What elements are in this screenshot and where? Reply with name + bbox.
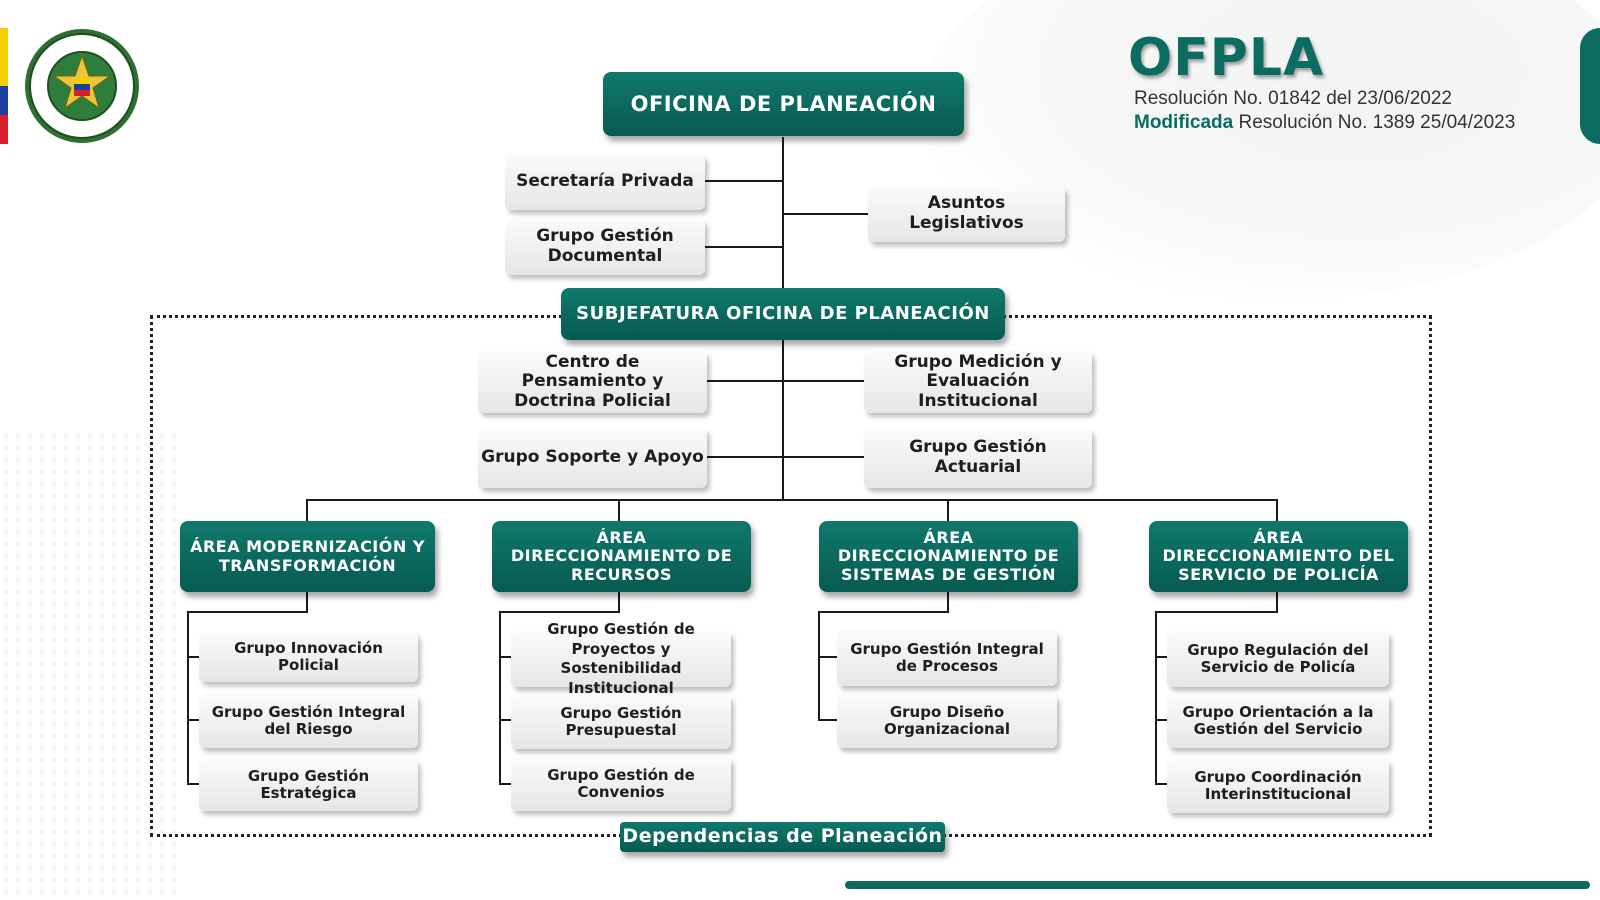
resolution-line-1: Resolución No. 01842 del 23/06/2022: [1134, 88, 1452, 109]
staff-node-left: Secretaría Privada: [505, 154, 705, 210]
connector-line: [306, 499, 1278, 501]
connector-line: [499, 611, 620, 613]
connector-line: [782, 137, 784, 300]
flag-yellow: [0, 28, 8, 86]
connector-line: [707, 380, 864, 382]
area-node: ÁREA DIRECCIONAMIENTO DE RECURSOS: [492, 521, 751, 592]
connector-line: [707, 456, 864, 458]
connector-line: [782, 213, 868, 215]
connector-line: [499, 719, 511, 721]
group-node: Grupo Gestión de Convenios: [511, 757, 731, 811]
connector-line: [705, 246, 783, 248]
connector-line: [618, 499, 620, 522]
connector-line: [187, 611, 189, 784]
connector-line: [187, 783, 199, 785]
connector-line: [705, 180, 783, 182]
edge-tab-decoration: [1580, 28, 1600, 144]
connector-line: [1155, 783, 1167, 785]
staff-node-left: Grupo Gestión Documental: [505, 219, 705, 275]
flag-blue: [0, 86, 8, 115]
connector-line: [618, 592, 620, 612]
group-node: Grupo Gestión Presupuestal: [511, 695, 731, 749]
staff-node-right: Asuntos Legislativos: [868, 186, 1065, 242]
connector-line: [187, 656, 199, 658]
connector-line: [1155, 611, 1278, 613]
group-node: Grupo Gestión Integral del Riesgo: [199, 694, 418, 748]
connector-line: [187, 719, 199, 721]
connector-line: [818, 611, 820, 720]
connector-line: [306, 499, 308, 522]
connector-line: [187, 611, 308, 613]
connector-line: [306, 592, 308, 612]
connector-line: [818, 719, 837, 721]
connector-line: [818, 611, 949, 613]
policia-nacional-seal-icon: [25, 29, 139, 143]
modified-label: Modificada: [1134, 112, 1234, 133]
group-node: Grupo Regulación del Servicio de Policía: [1167, 631, 1389, 687]
group-node: Grupo Gestión Estratégica: [199, 759, 418, 811]
dependencies-label: Dependencias de Planeación: [620, 822, 945, 852]
sub-node-left: Grupo Soporte y Apoyo: [478, 428, 707, 488]
sub-node-right: Grupo Gestión Actuarial: [864, 428, 1092, 488]
connector-line: [818, 656, 837, 658]
sub-node-right: Grupo Medición y Evaluación Instituciona…: [864, 351, 1092, 413]
connector-line: [1155, 656, 1167, 658]
root-node: OFICINA DE PLANEACIÓN: [603, 72, 964, 136]
group-node: Grupo Gestión Integral de Procesos: [837, 630, 1057, 686]
resolution-line-2: Modificada Resolución No. 1389 25/04/202…: [1134, 112, 1515, 134]
connector-line: [499, 656, 511, 658]
connector-line: [1276, 592, 1278, 612]
flag-red: [0, 115, 8, 144]
group-node: Grupo Coordinación Interinstitucional: [1167, 759, 1389, 813]
subjefatura-node: SUBJEFATURA OFICINA DE PLANEACIÓN: [561, 288, 1005, 340]
connector-line: [947, 499, 949, 522]
connector-line: [499, 611, 501, 784]
connector-line: [1155, 719, 1167, 721]
acronym-title: OFPLA: [1128, 28, 1325, 88]
area-node: ÁREA MODERNIZACIÓN Y TRANSFORMACIÓN: [180, 521, 435, 592]
connector-line: [499, 783, 511, 785]
group-node: Grupo Innovación Policial: [199, 632, 418, 682]
area-node: ÁREA DIRECCIONAMIENTO DEL SERVICIO DE PO…: [1149, 521, 1408, 592]
area-node: ÁREA DIRECCIONAMIENTO DE SISTEMAS DE GES…: [819, 521, 1078, 592]
connector-line: [1276, 499, 1278, 522]
bottom-accent-bar: [845, 881, 1590, 889]
sub-node-left: Centro de Pensamiento y Doctrina Policia…: [478, 351, 707, 413]
colombia-flag-stripe: [0, 28, 8, 144]
resolution-line-2-text: Resolución No. 1389 25/04/2023: [1233, 112, 1516, 133]
group-node: Grupo Gestión de Proyectos y Sostenibili…: [511, 620, 731, 697]
connector-line: [782, 340, 784, 500]
connector-line: [947, 592, 949, 612]
group-node: Grupo Diseño Organizacional: [837, 694, 1057, 748]
connector-line: [1155, 611, 1157, 784]
group-node: Grupo Orientación a la Gestión del Servi…: [1167, 694, 1389, 748]
